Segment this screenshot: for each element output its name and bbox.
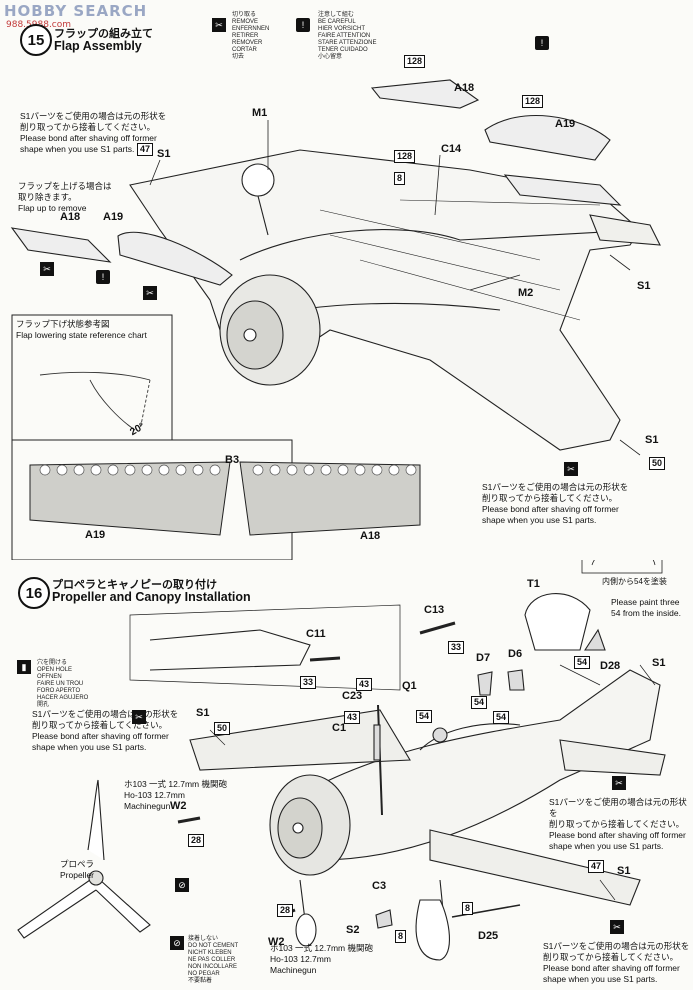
step-15-number: 15 (20, 24, 52, 56)
label-s1-right: S1 (637, 280, 651, 292)
label-w2-lower: W2 (268, 936, 285, 948)
paint-chip-28-a: 28 (188, 834, 205, 847)
s1-note-step16-bottom: S1パーツをご使用の場合は元の形状を削り取ってから接着してください。 Pleas… (543, 941, 690, 984)
paint-chip-128-c: 128 (394, 150, 416, 163)
step-15-title-jp: フラップの組み立て (54, 28, 153, 40)
label-s1-step16-right: S1 (652, 657, 666, 669)
paint-chip-50: 50 (649, 457, 666, 470)
propeller-canopy-drawing (17, 560, 666, 961)
paint-chip-47: 47 (137, 143, 154, 156)
label-m2: M2 (518, 287, 534, 299)
paint-inside-note-jp: 内側から54を塗装 (602, 577, 667, 586)
paint-chip-8-b: 8 (462, 902, 474, 915)
label-c1: C1 (332, 722, 347, 734)
label-d25: D25 (478, 930, 499, 942)
paint-chip-8-a: 8 (395, 930, 407, 943)
careful-icon: ! (296, 18, 310, 32)
s1-note-step16-left: S1パーツをご使用の場合は元の形状を削り取ってから接着してください。 Pleas… (32, 709, 179, 752)
label-s2: S2 (346, 924, 360, 936)
label-s1-bottom: S1 (645, 434, 659, 446)
label-m1: M1 (252, 107, 268, 119)
label-a19-left: A19 (103, 211, 124, 223)
open-hole-icon: ▮ (17, 660, 31, 674)
paint-chip-47-step16: 47 (588, 860, 605, 873)
paint-chip-54-d: 54 (574, 656, 591, 669)
label-s1-step16-bottom: S1 (617, 865, 631, 877)
label-d7: D7 (476, 652, 491, 664)
label-d28: D28 (600, 660, 621, 672)
paint-chip-54-c: 54 (493, 711, 510, 724)
no-cement-icon-a: ⊘ (175, 878, 189, 892)
careful-icon-b: ! (96, 270, 110, 284)
label-c3: C3 (372, 880, 387, 892)
remove-icon-step16-b: ✂ (610, 920, 624, 934)
label-s1-left: S1 (157, 148, 171, 160)
label-s1-step16-left: S1 (196, 707, 210, 719)
careful-icon-a: ! (535, 36, 549, 50)
label-c14: C14 (441, 143, 462, 155)
step-15-title-en: Flap Assembly (54, 39, 142, 53)
paint-chip-54-b: 54 (471, 696, 488, 709)
label-a19-top: A19 (555, 118, 576, 130)
label-c11: C11 (306, 628, 326, 640)
label-w2-upper: W2 (170, 800, 187, 812)
no-cement-icon-b: ⊘ (170, 936, 184, 950)
paint-chip-50-step16: 50 (214, 722, 231, 735)
label-d6: D6 (508, 648, 523, 660)
remove-icon: ✂ (212, 18, 226, 32)
s1-note-right: S1パーツをご使用の場合は元の形状を削り取ってから接着してください。 Pleas… (482, 482, 629, 525)
label-a18-left: A18 (60, 211, 81, 223)
remove-icon-a: ✂ (40, 262, 54, 276)
step-16-title-jp: プロペラとキャノピーの取り付け (52, 579, 217, 591)
paint-chip-43-a: 43 (356, 678, 373, 691)
step-16-title-en: Propeller and Canopy Installation (52, 590, 251, 604)
s1-note-top: S1パーツをご使用の場合は元の形状を削り取ってから接着してください。 Pleas… (20, 111, 167, 154)
label-a18-top: A18 (454, 82, 475, 94)
label-a19-chart: A19 (85, 529, 106, 541)
label-c13: C13 (424, 604, 445, 616)
paint-chip-8: 8 (394, 172, 406, 185)
flap-assembly-drawing (10, 79, 661, 560)
label-q1: Q1 (402, 680, 417, 692)
remove-icon-step16-c: ✂ (132, 710, 146, 724)
paint-chip-43-b: 43 (344, 711, 361, 724)
remove-icon-step16-a: ✂ (612, 776, 626, 790)
paint-chip-33-b: 33 (300, 676, 317, 689)
label-a18-chart: A18 (360, 530, 381, 542)
step-16-number: 16 (18, 577, 50, 609)
remove-icon-c: ✂ (564, 462, 578, 476)
label-t1: T1 (527, 578, 540, 590)
paint-chip-128-a: 128 (404, 55, 426, 68)
flap-up-note: フラップを上げる場合は取り除きます。 Flap up to remove (18, 181, 112, 213)
label-c23: C23 (342, 690, 363, 702)
paint-chip-128-b: 128 (522, 95, 544, 108)
paint-chip-28-b: 28 (277, 904, 294, 917)
s1-note-step16-right: S1パーツをご使用の場合は元の形状を削り取ってから接着してください。 Pleas… (549, 797, 687, 851)
label-b3: B3 (225, 454, 240, 466)
remove-icon-b: ✂ (143, 286, 157, 300)
watermark-logo: HOBBY SEARCH (4, 2, 148, 20)
paint-chip-54-a: 54 (416, 710, 433, 723)
paint-chip-33-a: 33 (448, 641, 465, 654)
